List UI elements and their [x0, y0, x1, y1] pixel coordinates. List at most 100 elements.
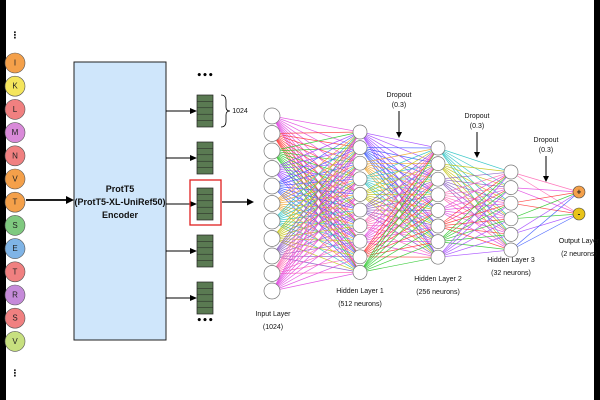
network-edge: [437, 249, 512, 258]
dimension-brace: [220, 94, 231, 128]
dropout-rate: (0.3): [539, 147, 553, 154]
network-edge: [271, 194, 361, 292]
network-edge: [271, 203, 361, 273]
network-edge: [271, 178, 361, 274]
neuron: [352, 187, 368, 202]
layer-name: Hidden Layer 2: [414, 276, 462, 283]
network-edge: [271, 147, 361, 257]
neuron: [263, 282, 281, 300]
network-edge: [271, 147, 361, 152]
network-edge: [271, 147, 361, 239]
network-edge: [271, 194, 361, 257]
network-edge: [271, 256, 361, 274]
network-edge: [271, 131, 361, 152]
network-edge: [271, 194, 361, 222]
layer-name: Input Layer: [255, 311, 291, 318]
embedding-to-network-arrowhead: [247, 198, 254, 206]
layer-size: (1024): [263, 324, 283, 331]
neuron: [503, 211, 519, 227]
embedding-dim-label: 1024: [232, 108, 248, 115]
network-edge: [271, 225, 361, 292]
network-edge: [510, 213, 580, 220]
residue-circle: [4, 145, 26, 167]
neuron: [263, 142, 281, 160]
network-edge: [359, 147, 439, 195]
selected-embedding-highlight: [189, 179, 222, 226]
network-edge: [510, 191, 580, 204]
network-edge: [271, 147, 361, 204]
output-symbol: -: [578, 210, 581, 219]
residue-circle: [4, 238, 26, 259]
network-edge: [271, 240, 361, 257]
neuron: [263, 160, 281, 177]
encoder-label: Encoder: [102, 210, 139, 220]
network-edge: [437, 171, 512, 227]
residue-letter: V: [12, 175, 18, 184]
network-edge: [271, 220, 361, 273]
network-edge: [271, 255, 361, 258]
network-edge: [510, 213, 580, 251]
neuron: [352, 233, 368, 249]
residue-circle: [4, 122, 26, 143]
neuron: [352, 140, 368, 155]
neuron: [352, 171, 368, 187]
dropout-label: Dropout: [465, 113, 490, 120]
output-neuron: [572, 207, 586, 221]
embedding-arrowhead: [190, 201, 197, 207]
network-edge: [271, 185, 361, 273]
network-edge: [359, 178, 439, 273]
network-edge: [271, 150, 361, 211]
network-edge: [359, 147, 439, 211]
network-edge: [359, 256, 439, 273]
network-neurons: +-: [263, 107, 586, 300]
residue-circle: [4, 75, 26, 97]
network-edge: [271, 203, 361, 211]
network-edge: [271, 185, 361, 258]
network-edge: [359, 225, 439, 273]
dropout-arrowhead: [543, 176, 549, 182]
layer-size: (256 neurons): [416, 289, 460, 296]
network-edge: [271, 163, 361, 292]
embedding-block: [196, 187, 214, 221]
network-edge: [271, 178, 361, 257]
network-edge: [359, 241, 439, 273]
network-edge: [271, 133, 361, 148]
network-edge: [271, 185, 361, 226]
network-edge: [271, 168, 361, 258]
network-edge: [271, 203, 361, 242]
network-edge: [271, 131, 361, 204]
network-edge: [271, 162, 361, 257]
neuron: [503, 227, 519, 242]
network-edge: [271, 220, 361, 226]
neuron: [352, 218, 368, 233]
output-neuron: [572, 185, 586, 199]
network-edge: [271, 185, 361, 242]
network-edge: [359, 210, 439, 273]
neuron: [430, 140, 446, 156]
network-edge: [271, 162, 361, 239]
network-edge: [437, 171, 512, 242]
dropout-label: Dropout: [534, 137, 559, 144]
network-edge: [271, 168, 361, 242]
network-edge: [271, 162, 361, 204]
network-edge: [437, 187, 512, 258]
neuron: [263, 265, 281, 282]
neuron: [352, 202, 368, 218]
network-edge: [271, 147, 361, 274]
neuron: [503, 242, 519, 258]
layer-size: (32 neurons): [491, 270, 531, 277]
network-edge: [271, 220, 361, 242]
embedding-top-ellipsis: •••: [196, 71, 213, 81]
residue-letter: E: [12, 244, 17, 253]
network-edge: [271, 203, 361, 258]
network-edge: [271, 178, 361, 239]
network-edge: [271, 178, 361, 222]
network-edge: [271, 168, 361, 211]
residue-circle: [4, 307, 26, 329]
network-edge: [510, 191, 580, 251]
neuron: [430, 171, 446, 187]
neuron: [263, 212, 281, 230]
output-symbol: +: [577, 188, 582, 197]
network-edge: [359, 194, 439, 273]
layer-size: (2 neurons): [561, 251, 597, 258]
